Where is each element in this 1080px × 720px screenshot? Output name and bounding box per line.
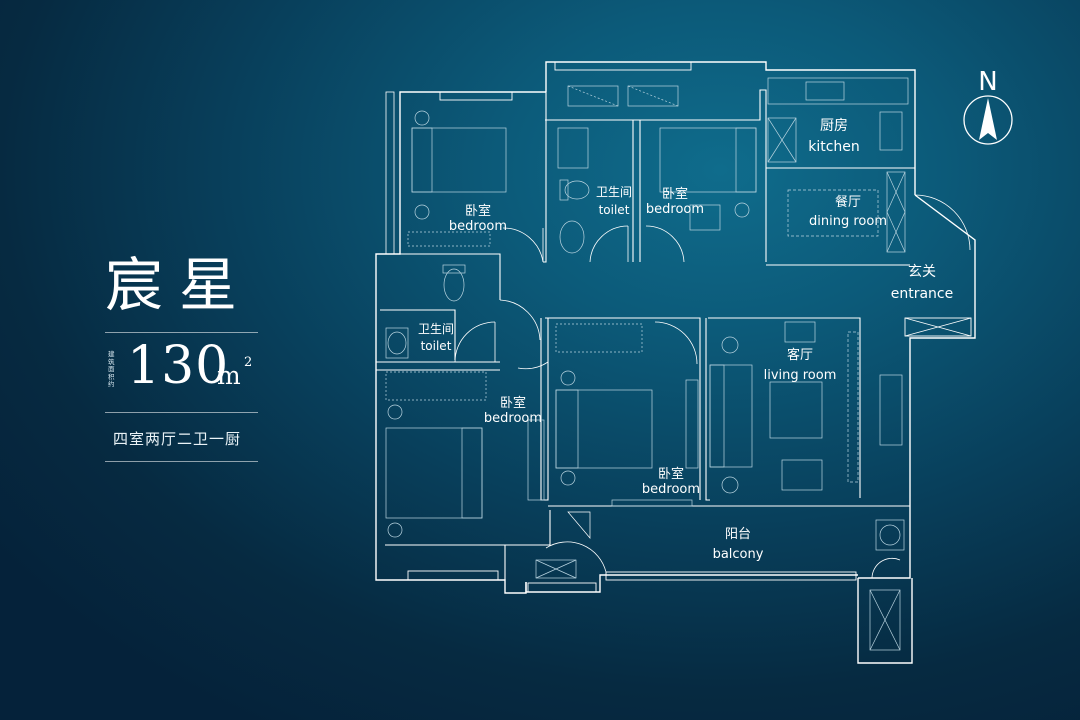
- area-caption: 建筑面积约: [108, 350, 115, 388]
- area-value: 130: [127, 336, 230, 396]
- kitchen-label-en: kitchen: [808, 139, 860, 155]
- dining-label-en: dining room: [809, 214, 887, 229]
- toilet-top-label-zh: 卫生间: [596, 185, 632, 199]
- area-unit: m: [217, 361, 241, 390]
- area-unit-superscript: 2: [244, 355, 253, 370]
- entrance-label-zh: 玄关: [908, 263, 936, 280]
- compass-letter: N: [978, 67, 997, 97]
- room-labels: 厨房 kitchen 餐厅 dining room 玄关 entrance 卫生…: [418, 118, 953, 562]
- kitchen-label-zh: 厨房: [820, 118, 848, 134]
- layout-description: 四室两厅二卫一厨: [113, 430, 242, 448]
- windows: [407, 61, 972, 593]
- bedroom-top-mid-label-zh: 卧室: [662, 186, 688, 202]
- bedroom-top-mid-label-en: bedroom: [646, 202, 704, 217]
- divider-bottom: [105, 461, 258, 462]
- plan-name: 宸星: [105, 251, 254, 319]
- doors: [454, 194, 971, 579]
- bedroom-center-label-en: bedroom: [642, 482, 700, 497]
- dining-label-zh: 餐厅: [835, 194, 861, 210]
- divider-middle: [105, 412, 258, 413]
- balcony-label-en: balcony: [713, 547, 764, 562]
- exterior-walls: [375, 61, 976, 664]
- bedroom-center-label-zh: 卧室: [658, 466, 684, 482]
- furniture: [385, 77, 909, 651]
- divider-top: [105, 332, 258, 333]
- north-compass-icon: N: [963, 67, 1013, 145]
- bedroom-bottom-left-label-en: bedroom: [484, 411, 542, 426]
- bedroom-top-left-label-zh: 卧室: [465, 203, 491, 219]
- living-label-zh: 客厅: [787, 347, 813, 363]
- toilet-left-label-zh: 卫生间: [418, 322, 454, 336]
- toilet-left-label-en: toilet: [421, 339, 452, 353]
- interior-walls: [376, 89, 915, 580]
- bedroom-top-left-label-en: bedroom: [449, 219, 507, 234]
- living-label-en: living room: [764, 368, 837, 383]
- balcony-label-zh: 阳台: [725, 527, 751, 542]
- bedroom-bottom-left-label-zh: 卧室: [500, 395, 526, 411]
- toilet-top-label-en: toilet: [599, 203, 630, 217]
- entrance-label-en: entrance: [891, 286, 954, 302]
